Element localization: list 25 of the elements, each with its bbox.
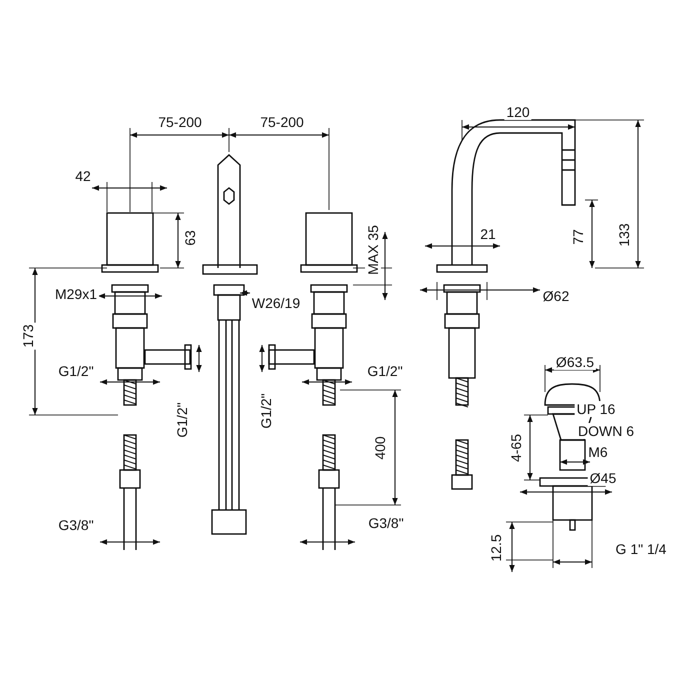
dimension-label: 77 (570, 227, 586, 247)
dimension-label: UP 16 (574, 401, 618, 417)
dimension-label: 4-65 (508, 432, 524, 464)
dimension-label: 21 (478, 226, 498, 242)
dimension-label: 75-200 (258, 114, 306, 130)
dimension-label: Ø62 (540, 288, 572, 304)
dimension-label: 42 (73, 168, 93, 184)
dimension-label: G 1" 1/4 (614, 541, 668, 557)
dimension-label: DOWN 6 (576, 423, 636, 439)
dimension-label: Ø45 (588, 470, 618, 486)
dimension-label: G1/2" (174, 400, 190, 440)
dimension-label: G1/2" (56, 363, 96, 379)
dimension-label: 400 (372, 434, 388, 462)
dimension-label: 173 (20, 322, 36, 350)
dimension-label: G3/8" (366, 515, 406, 531)
dimension-label: 75-200 (156, 114, 204, 130)
dimension-label: M6 (586, 444, 610, 460)
dimension-label: MAX 35 (365, 223, 381, 277)
dimension-label: G1/2" (365, 363, 405, 379)
dimension-label: W26/19 (250, 295, 302, 311)
dimension-label: G1/2" (258, 391, 274, 431)
dimension-label: 120 (504, 104, 532, 120)
dimension-label: 63 (182, 228, 198, 248)
dimension-label: Ø63.5 (554, 354, 596, 370)
dimension-label: G3/8" (56, 517, 96, 533)
